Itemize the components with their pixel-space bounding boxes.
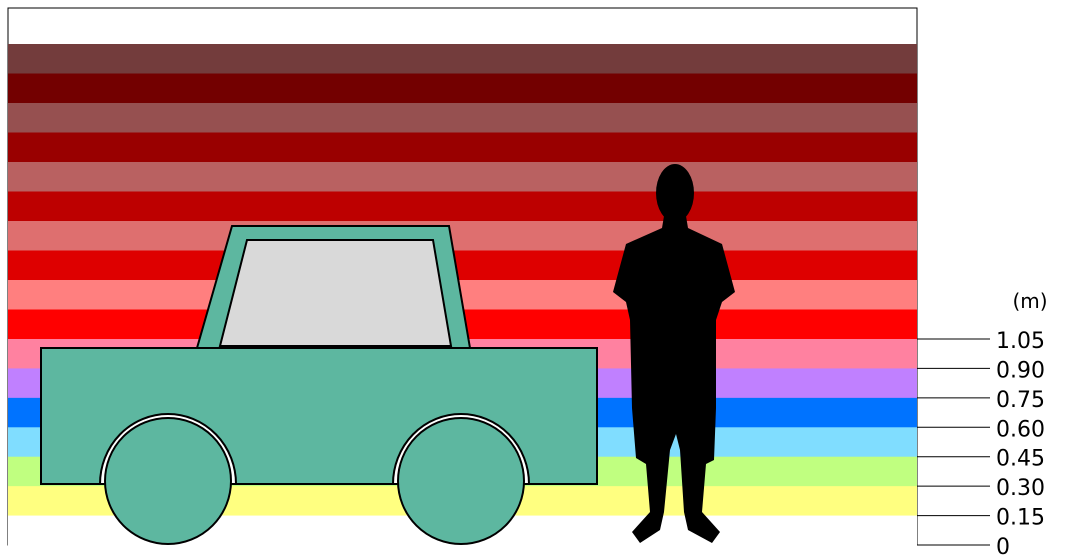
car-window bbox=[220, 240, 451, 346]
scale-tick-label: 0.30 bbox=[996, 476, 1045, 501]
scale-tick-label: 0 bbox=[996, 535, 1010, 555]
person-head bbox=[656, 164, 694, 222]
depth-band-upper bbox=[8, 251, 917, 281]
scale-tick-label: 0.60 bbox=[996, 417, 1045, 442]
depth-band-upper bbox=[8, 74, 917, 104]
scale-tick-label: 0.15 bbox=[996, 506, 1045, 531]
depth-band-upper bbox=[8, 133, 917, 163]
car-wheel-front bbox=[105, 418, 231, 544]
depth-band-upper bbox=[8, 162, 917, 192]
depth-scale: 1.05 0.90 0.75 0.60 0.45 0.30 0.15 0 bbox=[917, 329, 1045, 555]
depth-band-upper bbox=[8, 221, 917, 251]
car-wheel-rear bbox=[398, 418, 524, 544]
depth-band-upper bbox=[8, 44, 917, 74]
unit-label: (m) bbox=[1012, 289, 1047, 313]
scale-tick-label: 1.05 bbox=[996, 329, 1045, 354]
scale-tick-label: 0.45 bbox=[996, 447, 1045, 472]
scale-tick-label: 0.90 bbox=[996, 358, 1045, 383]
depth-band-upper bbox=[8, 192, 917, 222]
depth-band-upper bbox=[8, 103, 917, 133]
scale-tick-label: 0.75 bbox=[996, 388, 1045, 413]
